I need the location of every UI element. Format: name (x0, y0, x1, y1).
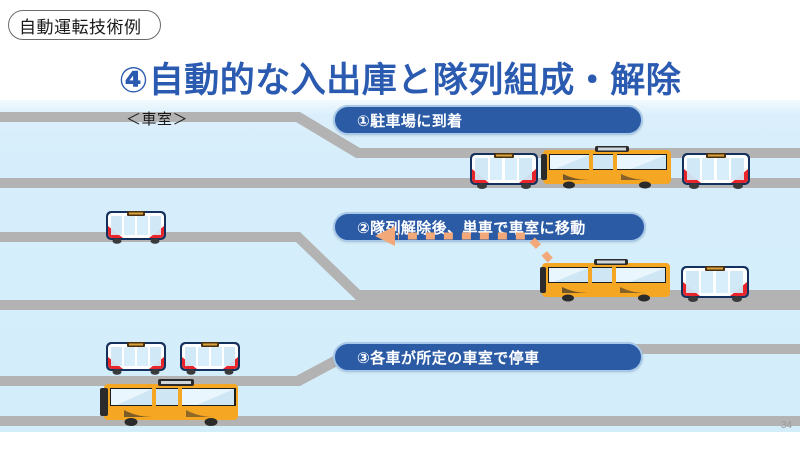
lane-divider-6 (0, 416, 800, 432)
row3-bus-bay3 (100, 376, 240, 432)
row3-pod-bay1 (104, 338, 168, 380)
step-label-1-text: ①駐車場に到着 (357, 112, 463, 130)
page-title: ④自動的な入出庫と隊列組成・解除 (118, 61, 682, 100)
page-number: 34 (780, 420, 792, 431)
slide-header: 自動運転技術例 ④自動的な入出庫と隊列組成・解除 (0, 0, 800, 100)
step-label-3-text: ③各車が所定の車室で停車 (357, 349, 540, 367)
lane-divider-2 (0, 178, 800, 238)
step-label-2-text: ②隊列解除後、単車で車室に移動 (357, 219, 586, 237)
row2-pod-parked (104, 207, 168, 249)
row1-pod-left (467, 148, 541, 194)
diagram-canvas: ＜車室＞ ①駐車場に到着 ②隊列解除後、単車で車室に移動 ③各車が所定の車室で停… (0, 100, 800, 432)
category-tag: 自動運転技術例 (8, 10, 161, 40)
row3-pod-bay2 (178, 338, 242, 380)
step-label-3: ③各車が所定の車室で停車 (333, 342, 643, 372)
row1-bus-middle (541, 142, 673, 194)
row2-pod-lane (678, 261, 752, 307)
row1-pod-right (679, 148, 753, 194)
lane-divider-4 (0, 300, 800, 360)
row2-bus-lane (540, 255, 672, 307)
category-tag-label: 自動運転技術例 (19, 17, 142, 37)
step-label-1: ①駐車場に到着 (333, 105, 643, 135)
slide-footer (0, 432, 800, 450)
bay-caption: ＜車室＞ (126, 111, 189, 128)
